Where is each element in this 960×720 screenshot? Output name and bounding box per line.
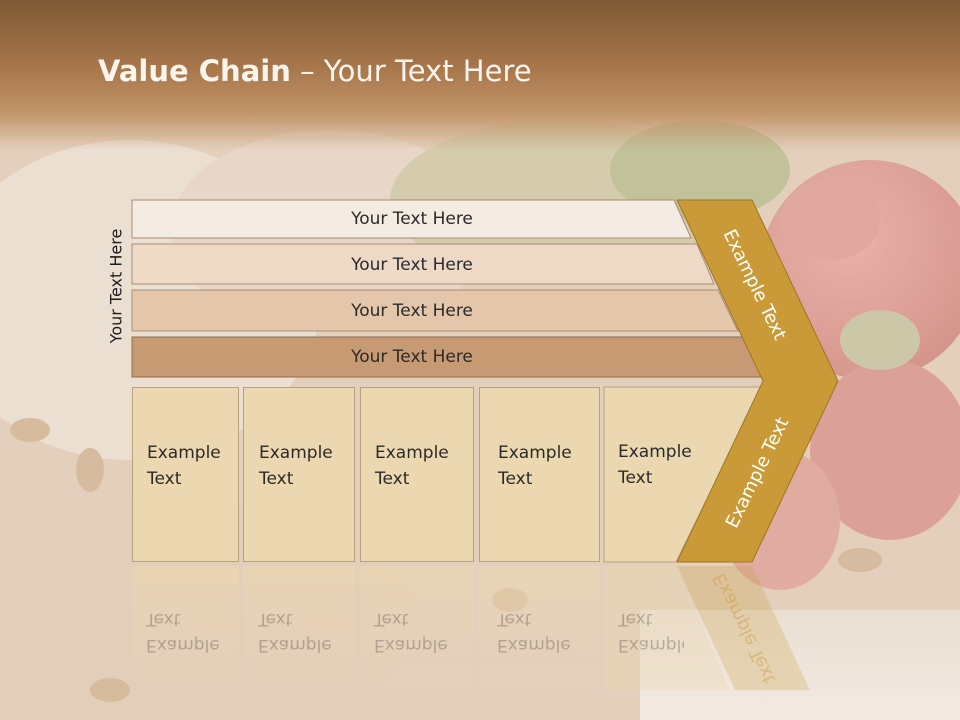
column-3: Example Text — [360, 387, 474, 562]
column-5-shape — [603, 386, 763, 563]
column-4-label: Example Text — [498, 443, 572, 489]
column-3-reflection: Example Text — [360, 566, 474, 696]
row-bar-3 — [131, 289, 739, 332]
column-4: Example Text — [479, 387, 600, 562]
title-bold: Value Chain — [98, 54, 291, 88]
row-4-label: Your Text Here — [351, 347, 473, 367]
column-1-reflection-label: Example Text — [146, 609, 220, 655]
row-1-label: Your Text Here — [351, 209, 473, 229]
row-4: Your Text Here — [132, 338, 692, 376]
chevron-reflection — [677, 566, 810, 690]
row-2-label: Your Text Here — [351, 255, 473, 275]
column-1-reflection: Example Text — [132, 566, 239, 696]
column-5-reflection — [604, 566, 730, 690]
column-5-reflection-label: Example Text — [618, 609, 684, 655]
column-5: Example Text — [604, 387, 692, 562]
column-2: Example Text — [243, 387, 355, 562]
column-3-label: Example Text — [375, 443, 449, 489]
column-4-reflection-label: Example Text — [497, 609, 571, 655]
header-band — [0, 0, 960, 150]
title-rest: – Your Text Here — [290, 54, 532, 88]
chevron-arrow — [676, 199, 839, 563]
column-1-label: Example Text — [147, 443, 221, 489]
column-5-reflection-text: Example Text — [604, 566, 684, 696]
column-2-label: Example Text — [259, 443, 333, 489]
row-1: Your Text Here — [132, 200, 692, 238]
column-3-reflection-label: Example Text — [374, 609, 448, 655]
slide-title: Value Chain – Your Text Here — [98, 54, 532, 88]
column-4-reflection: Example Text — [479, 566, 600, 696]
row-bar-2 — [131, 243, 715, 285]
column-2-reflection: Example Text — [243, 566, 355, 696]
row-2: Your Text Here — [132, 246, 692, 284]
row-3-label: Your Text Here — [351, 301, 473, 321]
column-5-label: Example Text — [618, 442, 692, 488]
column-1: Example Text — [132, 387, 239, 562]
row-bar-1 — [131, 199, 692, 239]
row-3: Your Text Here — [132, 292, 692, 330]
column-2-reflection-label: Example Text — [258, 609, 332, 655]
